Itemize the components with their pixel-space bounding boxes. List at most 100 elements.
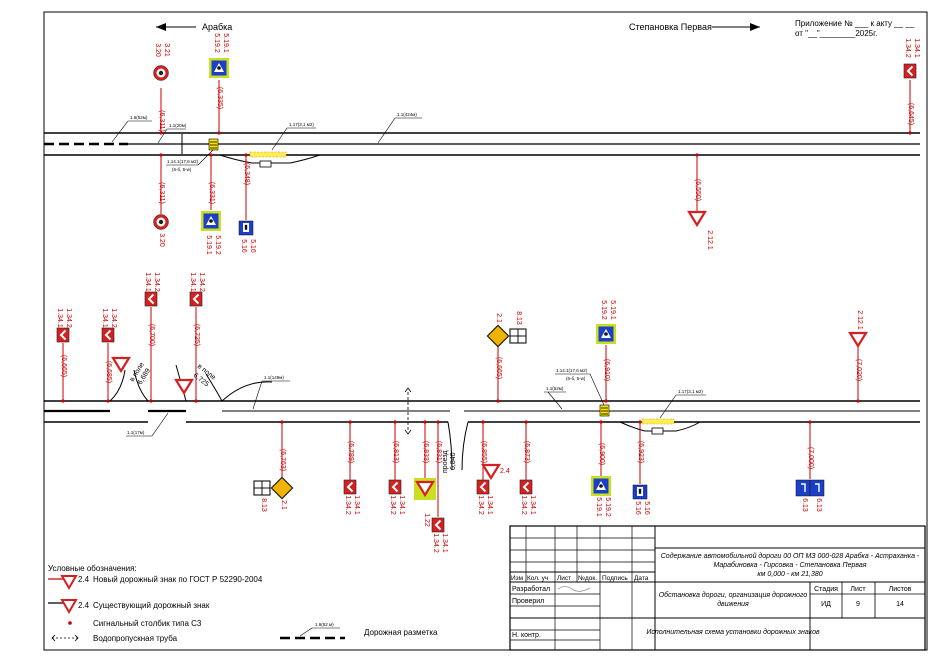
marking-1-1-lower-right: 1.1(52м) — [544, 386, 566, 410]
svg-text:1.34.1: 1.34.1 — [913, 38, 920, 58]
svg-text:1.34.1: 1.34.1 — [101, 308, 108, 328]
svg-text:1.6(52м): 1.6(52м) — [130, 115, 148, 120]
marking-1-17-lower: 1.17(3,1 м2) — [659, 389, 706, 419]
sign-upper-5-16-bottom: (6,348) 5.16 5.16 — [238, 153, 256, 253]
svg-text:1.14.1(17,6 м2): 1.14.1(17,6 м2) — [167, 159, 199, 164]
svg-text:1.34.1: 1.34.1 — [189, 272, 196, 292]
marking-1-1-upper-right: 1.1(424м) — [377, 112, 422, 144]
svg-text:1.22: 1.22 — [423, 513, 430, 527]
appendix-line-2: от "__"________2025г. — [795, 29, 877, 38]
svg-text:(6,923): (6,923) — [637, 441, 644, 463]
tb-sheet: 9 — [856, 601, 860, 608]
direction-right: Степановка Первая — [629, 22, 760, 32]
svg-text:Дорожная разметка: Дорожная разметка — [364, 628, 438, 637]
svg-text:2.1: 2.1 — [495, 313, 502, 323]
svg-text:5.19.2: 5.19.2 — [600, 300, 607, 320]
svg-text:(7,020): (7,020) — [855, 359, 862, 381]
svg-text:1.34.2: 1.34.2 — [432, 533, 439, 553]
sign-lower-2-1-top: (6,665) 2.1 8.13 — [486, 311, 527, 403]
svg-text:(6,700): (6,700) — [148, 324, 155, 346]
tb-doc-title-2: движения — [717, 600, 749, 608]
svg-text:1.6(52 м): 1.6(52 м) — [315, 622, 334, 627]
svg-text:1.17(3,1 м2): 1.17(3,1 м2) — [289, 122, 314, 127]
title-block: Изм Кол. уч Лист №док. Подпись Дата Разр… — [509, 525, 926, 651]
marking-1-1-upper-left: 1.1(20м) — [157, 123, 187, 144]
svg-text:(6,900): (6,900) — [598, 443, 605, 465]
svg-text:5.16: 5.16 — [249, 239, 256, 253]
passage-label: проезд — [442, 451, 449, 473]
svg-text:1.34.2: 1.34.2 — [110, 308, 117, 328]
svg-text:8.13: 8.13 — [515, 311, 522, 325]
svg-text:1.34.2: 1.34.2 — [65, 308, 72, 328]
passage-km: 6,840 — [450, 452, 457, 470]
sign-lower-1-34-i: (6,873) 1.34.2 1.34.1 — [519, 420, 536, 515]
sign-lower-5-19-top: (6,910) 5.19.2 5.19.1 — [596, 300, 616, 403]
svg-text:(6,348): (6,348) — [243, 163, 250, 185]
svg-text:1.1(149м): 1.1(149м) — [264, 375, 284, 380]
tb-signature — [557, 586, 591, 592]
tb-col-sign: Подпись — [602, 575, 628, 582]
svg-text:(6,550): (6,550) — [694, 179, 701, 201]
svg-text:5.19.1: 5.19.1 — [595, 497, 602, 517]
svg-text:3.20: 3.20 — [154, 43, 161, 57]
sign-lower-1-34-d: (6,725) 1.34.1 1.34.2 — [189, 272, 205, 403]
svg-text:1.1(52м): 1.1(52м) — [546, 386, 564, 391]
marking-1-6-upper: 1.6(52м) — [111, 115, 152, 143]
tb-project-3: км 0,000 - км 21,380 — [757, 571, 822, 578]
svg-text:(6,665): (6,665) — [495, 357, 502, 379]
svg-text:Новый дорожный знак по ГОСТ Р: Новый дорожный знак по ГОСТ Р 52290-2004 — [93, 575, 263, 584]
svg-text:1.34.1: 1.34.1 — [486, 495, 493, 515]
svg-text:5.19.2: 5.19.2 — [604, 497, 611, 517]
svg-text:6.13: 6.13 — [801, 498, 808, 512]
upper-road — [44, 132, 920, 168]
marking-1-14-lower: 1.14.1(17,6 м2) (6-б, 5-w) — [555, 368, 605, 406]
svg-text:1.34.1: 1.34.1 — [398, 495, 405, 515]
tb-drawing-title: Исполнительная схема установки дорожных … — [646, 628, 820, 636]
sign-lower-5-16-bottom: (6,923) 5.16 5.16 — [632, 420, 650, 515]
svg-text:(6,813): (6,813) — [392, 441, 399, 463]
legend-marking: 1.6(52 м) Дорожная разметка — [280, 622, 438, 640]
tb-col-koluch: Кол. уч — [527, 575, 548, 582]
sign-lower-1-22: (6,833) 1.22 — [414, 420, 436, 527]
svg-text:6.13: 6.13 — [815, 498, 822, 512]
svg-text:(6-б, 5-w): (6-б, 5-w) — [172, 167, 192, 172]
tb-role-dev: Разработал — [512, 585, 550, 593]
svg-text:(6,831): (6,831) — [435, 441, 442, 463]
svg-text:5.19.2: 5.19.2 — [213, 33, 220, 53]
svg-text:(6,335): (6,335) — [216, 87, 223, 109]
tb-col-list: Лист — [557, 575, 571, 582]
svg-text:5.16: 5.16 — [643, 501, 650, 515]
tb-sheets: 14 — [896, 601, 904, 608]
sign-lower-1-34-c: (6,700) 1.34.1 1.34.2 — [144, 272, 160, 403]
svg-text:(6,763): (6,763) — [279, 449, 286, 471]
legend-existing-sign: 2.4 Существующий дорожный знак — [48, 599, 210, 614]
sign-upper-5-19-top: (6,335) 5.19.2 5.19.1 — [209, 33, 229, 135]
svg-text:1.1(20м): 1.1(20м) — [169, 123, 187, 128]
marking-1-1-lower-left: 1.1(149м) — [252, 375, 290, 410]
tb-col-izm: Изм — [511, 575, 524, 582]
svg-text:(6,873): (6,873) — [523, 441, 530, 463]
svg-text:(6,311): (6,311) — [158, 182, 165, 204]
sheet-frame — [43, 11, 928, 651]
sign-lower-5-19-bottom: (6,900) 5.19.1 5.19.2 — [591, 420, 611, 517]
sign-upper-3-20-bottom: (6,311) 3.20 — [153, 153, 169, 247]
svg-text:Сигнальный столбик типа С3: Сигнальный столбик типа С3 — [93, 619, 202, 628]
legend-culvert: Водопропускная труба — [51, 634, 178, 643]
tb-sheets-header: Листов — [889, 586, 912, 593]
svg-text:1.34.1: 1.34.1 — [441, 533, 448, 553]
svg-text:1.34.1: 1.34.1 — [353, 495, 360, 515]
svg-text:(6,665): (6,665) — [60, 355, 67, 377]
svg-text:1.34.2: 1.34.2 — [344, 495, 351, 515]
sign-lower-2-12-top: (7,020) 2.12.1 — [848, 310, 868, 403]
svg-text:1.34.2: 1.34.2 — [477, 495, 484, 515]
marking-1-14-upper: 1.14.1(17,6 м2) (6-б, 5-w) — [166, 149, 214, 172]
svg-text:1.17(3,1 м2): 1.17(3,1 м2) — [678, 389, 703, 394]
svg-text:(7,000): (7,000) — [807, 447, 814, 469]
marking-1-1-lower-short: 1.1(17м) — [126, 412, 169, 437]
sign-upper-1-34-right: (6,645) 1.34.2 1.34.1 — [903, 38, 920, 135]
legend-new-sign: 2.4 Новый дорожный знак по ГОСТ Р 52290-… — [48, 575, 263, 590]
svg-text:(6,789): (6,789) — [347, 441, 354, 463]
direction-left: Арабка — [156, 22, 232, 32]
svg-text:1.34.2: 1.34.2 — [904, 38, 911, 58]
